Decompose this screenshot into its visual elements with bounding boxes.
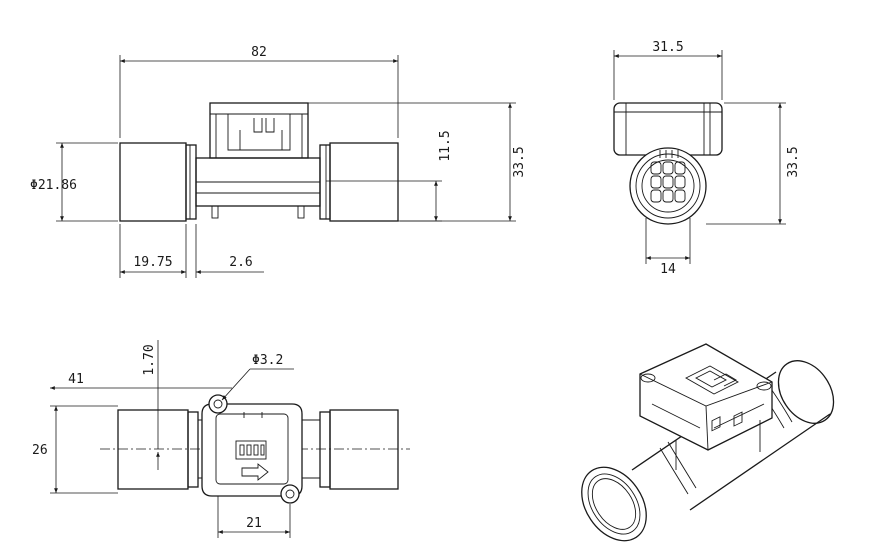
side-view: 31.5 33.5 14 — [613, 40, 801, 277]
dim-front-length: 82 — [251, 45, 267, 60]
dim-front-diameter: Φ21.86 — [30, 178, 77, 193]
dim-front-connector-height: 11.5 — [438, 130, 453, 161]
dim-top-height: 26 — [32, 443, 48, 458]
dim-top-mount-width: 21 — [246, 516, 262, 531]
dim-front-flange: 2.6 — [229, 255, 252, 270]
front-view: 82 Φ21.86 11.5 33.5 19.75 2.6 — [30, 45, 527, 278]
dim-side-total-height: 33.5 — [786, 146, 801, 177]
isometric-view — [581, 343, 835, 542]
dim-front-end-length: 19.75 — [133, 255, 172, 270]
dim-front-total-height: 33.5 — [512, 146, 527, 177]
dim-side-width: 31.5 — [652, 40, 683, 55]
dim-side-bottom-width: 14 — [660, 262, 676, 277]
dim-top-offset: 41 — [68, 372, 84, 387]
dim-top-hole-diameter: Φ3.2 — [252, 353, 283, 368]
dim-top-hole-offset: 1.70 — [142, 344, 157, 375]
top-view: 41 1.70 Φ3.2 26 21 — [32, 340, 410, 538]
